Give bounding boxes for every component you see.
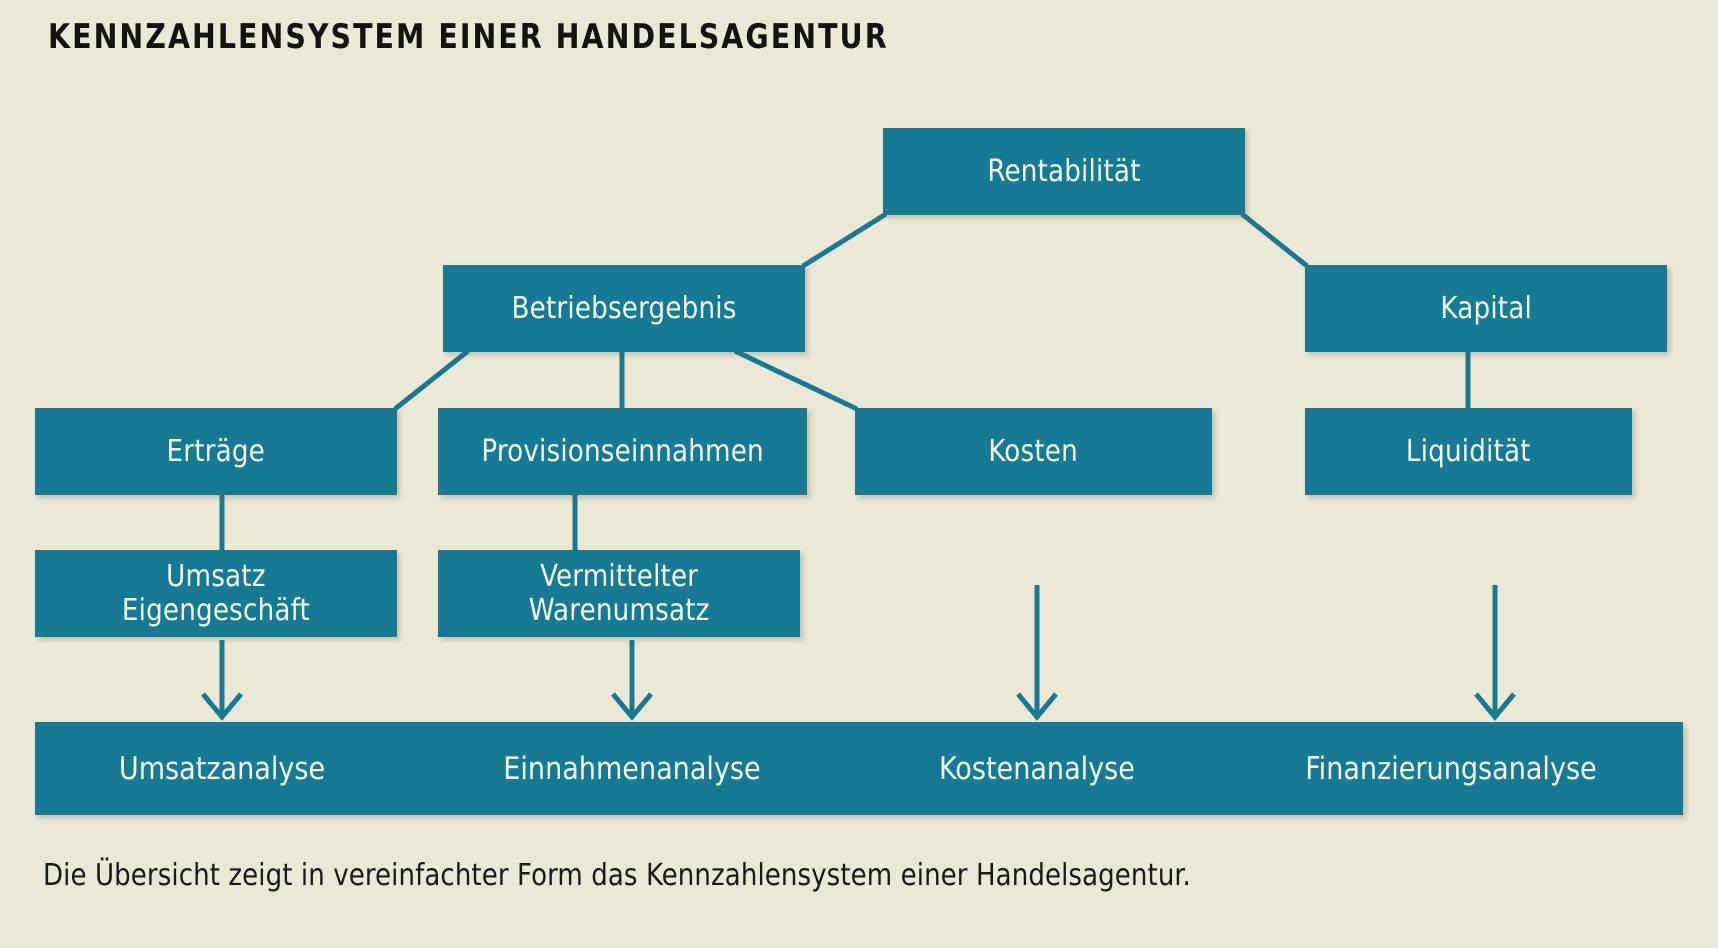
analysis-bar: Umsatzanalyse Einnahmenanalyse Kostenana…	[35, 722, 1683, 815]
node-ertraege[interactable]: Erträge	[35, 408, 397, 495]
node-vermittelter-warenumsatz[interactable]: Vermittelter Warenumsatz	[438, 550, 800, 637]
node-label: Umsatz Eigengeschäft	[121, 558, 311, 628]
bar-item-label: Finanzierungsanalyse	[1305, 750, 1597, 787]
edge-rentabilitaet-kapital	[1240, 212, 1309, 268]
figure-caption: Die Übersicht zeigt in vereinfachter For…	[43, 858, 1191, 893]
node-kosten[interactable]: Kosten	[855, 408, 1212, 495]
bar-item-label: Einnahmenanalyse	[503, 750, 761, 787]
node-label: Vermittelter Warenumsatz	[528, 558, 710, 628]
node-kapital[interactable]: Kapital	[1305, 265, 1667, 352]
arrow-warenumsatz-to-einnahmenanalyse	[611, 640, 653, 721]
node-provisionseinnahmen[interactable]: Provisionseinnahmen	[438, 408, 807, 495]
bar-item-umsatzanalyse[interactable]: Umsatzanalyse	[41, 722, 404, 815]
node-betriebsergebnis[interactable]: Betriebsergebnis	[443, 265, 805, 352]
node-label: Provisionseinnahmen	[481, 433, 764, 469]
node-label: Betriebsergebnis	[511, 290, 737, 326]
edge-betriebsergebnis-kosten	[733, 348, 859, 412]
edge-rentabilitaet-betriebsergebnis	[801, 211, 888, 269]
bar-item-einnahmenanalyse[interactable]: Einnahmenanalyse	[416, 722, 849, 815]
arrow-kosten-to-kostenanalyse	[1016, 585, 1058, 721]
node-label: Kapital	[1440, 290, 1532, 326]
node-liquiditaet[interactable]: Liquidität	[1305, 408, 1632, 495]
edge-betriebsergebnis-ertraege	[393, 349, 470, 411]
arrow-liquiditaet-to-finanzierungsanalyse	[1474, 585, 1516, 721]
bar-item-finanzierungsanalyse[interactable]: Finanzierungsanalyse	[1226, 722, 1676, 815]
node-label: Rentabilität	[987, 153, 1141, 189]
node-label: Kosten	[988, 433, 1079, 469]
page-title: KENNZAHLENSYSTEM EINER HANDELSAGENTUR	[48, 17, 889, 57]
bar-item-kostenanalyse[interactable]: Kostenanalyse	[860, 722, 1213, 815]
bar-item-label: Kostenanalyse	[939, 750, 1135, 787]
node-rentabilitaet[interactable]: Rentabilität	[883, 128, 1245, 215]
node-label: Erträge	[166, 433, 266, 469]
arrow-umsatz-to-umsatzanalyse	[201, 640, 243, 721]
bar-item-label: Umsatzanalyse	[118, 750, 326, 787]
node-label: Liquidität	[1406, 433, 1531, 469]
node-umsatz-eigengeschaeft[interactable]: Umsatz Eigengeschäft	[35, 550, 397, 637]
